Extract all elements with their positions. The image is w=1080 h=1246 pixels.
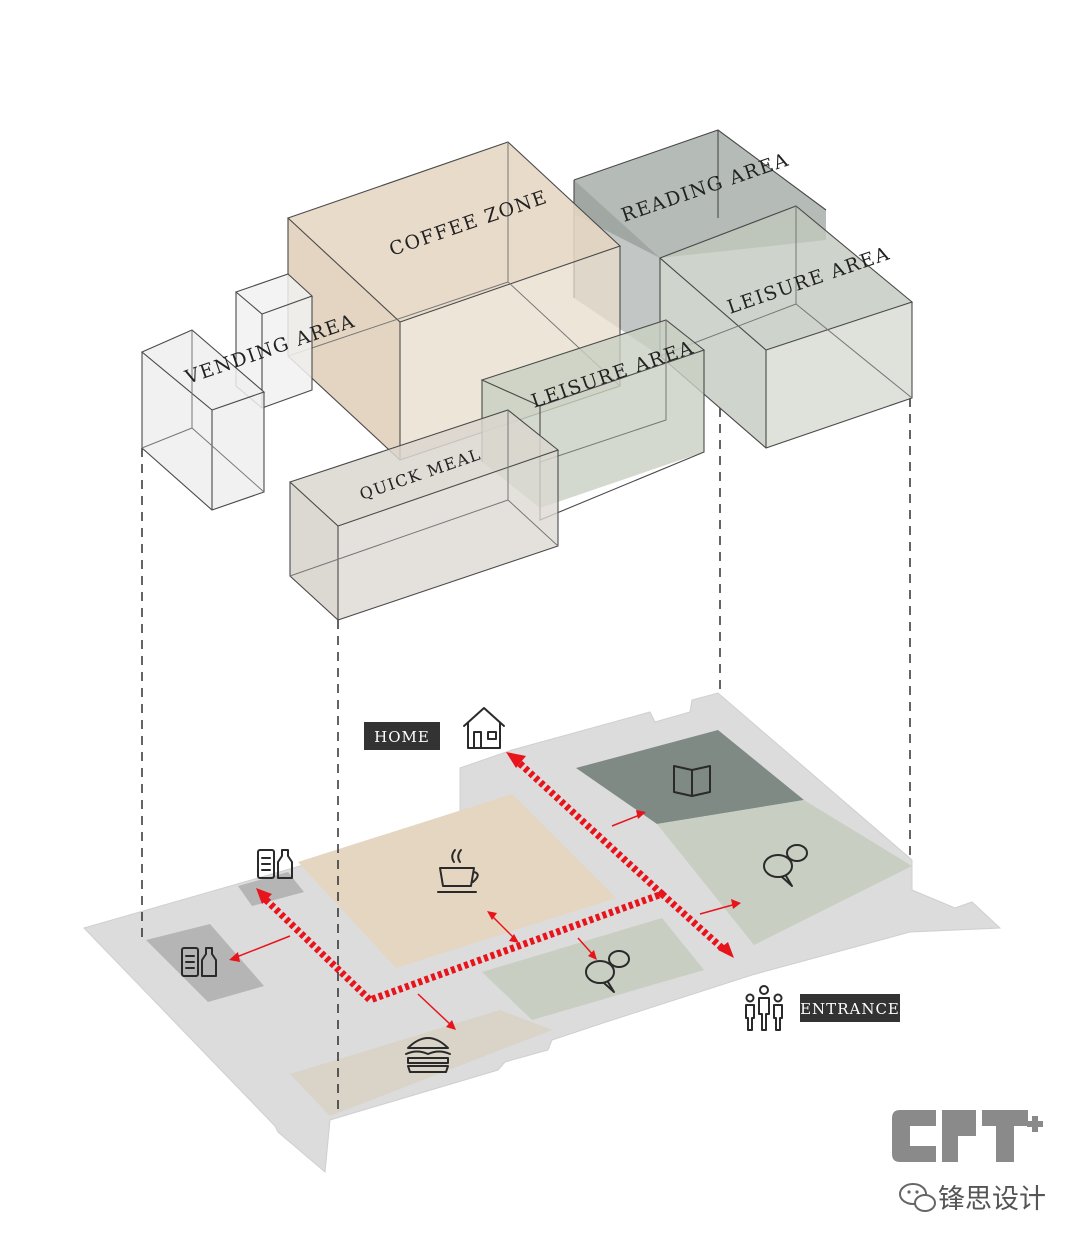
route-arrow-home — [506, 752, 526, 768]
brand-name: 锋思设计 — [938, 1184, 1046, 1215]
circulation-route-branch — [513, 757, 665, 897]
floor-plan: HOME ENTRANCE — [83, 692, 1002, 1174]
vending-zone-top — [238, 872, 304, 906]
open-book-icon — [673, 765, 711, 797]
leisure-zone-right — [657, 800, 912, 945]
coffee-cup-icon — [437, 849, 479, 893]
house-icon — [463, 707, 505, 749]
route-arrow-vending — [256, 888, 272, 904]
vending-machine-icon — [181, 947, 217, 977]
burger-icon — [405, 1037, 451, 1073]
home-tag — [364, 722, 440, 750]
entrance-tag — [800, 994, 900, 1022]
wechat-icon — [899, 1183, 936, 1212]
coffee-zone-volume — [286, 141, 622, 461]
route-arrow-entrance — [718, 942, 734, 958]
reading-zone — [576, 730, 804, 824]
brand-logo: CPT — [892, 1109, 1043, 1162]
people-group-icon — [745, 985, 783, 1031]
entrance-tag-label: ENTRANCE — [800, 1000, 900, 1018]
vending-zone-left — [146, 924, 264, 1002]
vending-area-volume — [140, 273, 314, 511]
leisure-zone-center — [482, 918, 704, 1020]
speech-bubbles-icon — [763, 844, 808, 887]
zone-arrows — [229, 810, 741, 1030]
floor-slab — [83, 692, 1002, 1174]
leisure-area-right-volume — [658, 205, 914, 449]
quick-meal-volume — [288, 409, 560, 621]
brand-logo-text: CPT — [892, 1109, 894, 1111]
projection-lines — [141, 398, 911, 1112]
coffee-zone-floor — [298, 794, 616, 968]
vending-machine-icon — [257, 849, 293, 879]
home-tag-label: HOME — [374, 728, 430, 746]
speech-bubbles-icon — [585, 950, 630, 993]
